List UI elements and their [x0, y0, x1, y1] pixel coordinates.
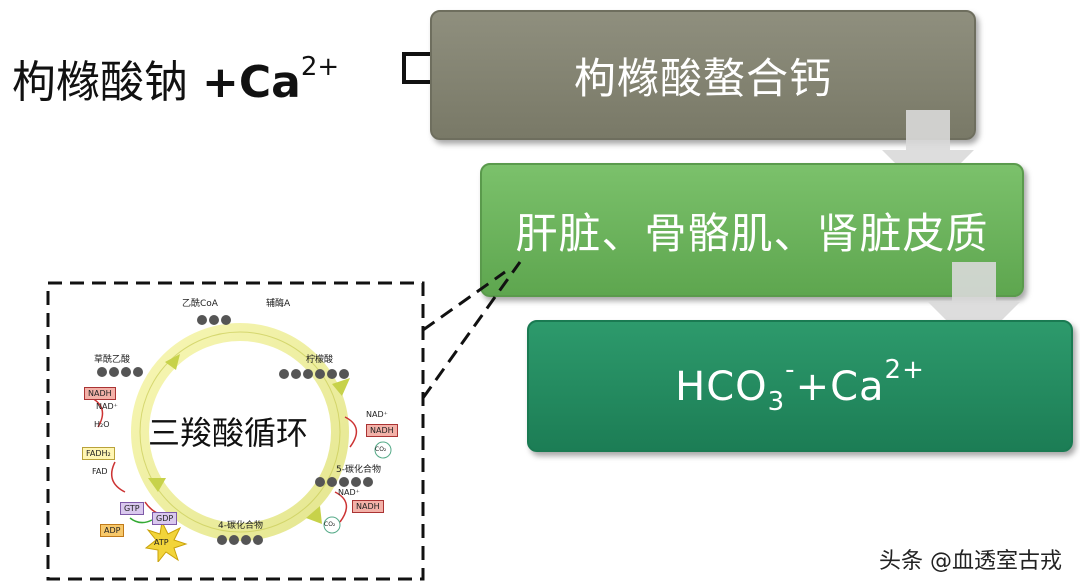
nadh-tag-3: NADH — [352, 500, 384, 513]
reactant-text: 枸橼酸钠 +Ca2+ — [12, 46, 339, 110]
calcium-label: +Ca — [202, 57, 301, 108]
organs-box: 肝脏、骨骼肌、肾脏皮质 — [480, 163, 1024, 297]
fadh2-tag: FADH₂ — [82, 447, 115, 460]
watermark-text: 头条 @血透室古戎 — [879, 549, 1062, 574]
nadh-tag-2: NADH — [366, 424, 398, 437]
adp-tag: ADP — [100, 524, 125, 537]
hco-text: HCO — [675, 364, 768, 410]
tca-cycle-diagram — [89, 315, 392, 562]
bicarbonate-formula: HCO3-+Ca2+ — [675, 355, 925, 417]
coenzyme-a-label: 辅酶A — [266, 299, 291, 309]
calcium-text: +Ca — [795, 364, 885, 410]
five-carbon-molecule — [315, 477, 373, 487]
citrate-label: 柠檬酸 — [306, 355, 334, 365]
nad-label: NAD⁺ — [96, 402, 118, 411]
gtp-tag: GTP — [120, 502, 144, 515]
down-arrow-icon — [928, 262, 1020, 348]
h2o-label: H₂O — [94, 420, 110, 429]
co2-label-2: CO₂ — [324, 521, 336, 528]
compound-label: 枸橼酸钠 — [12, 57, 188, 108]
four-carbon-label: 4-碳化合物 — [218, 521, 263, 531]
chelated-calcium-box: 枸橼酸螯合钙 — [430, 10, 976, 140]
down-arrow-icon — [882, 110, 974, 196]
hco-charge: - — [785, 355, 796, 385]
co2-label: CO₂ — [375, 446, 387, 453]
nad-label-3: NAD⁺ — [338, 488, 360, 497]
tca-cycle-title: 三羧酸循环 — [148, 414, 309, 452]
oxaloacetate-label: 草酰乙酸 — [94, 355, 131, 365]
bicarbonate-box: HCO3-+Ca2+ — [527, 320, 1073, 452]
gdp-tag: GDP — [152, 512, 178, 525]
five-carbon-label: 5-碳化合物 — [336, 465, 381, 475]
atp-label: ATP — [154, 538, 169, 547]
chelated-calcium-label: 枸橼酸螯合钙 — [573, 53, 832, 103]
fad-label: FAD — [92, 467, 108, 476]
watermark: 头条 @血透室古戎 — [879, 543, 1062, 575]
nad-label-2: NAD⁺ — [366, 410, 388, 419]
calcium-charge: 2+ — [300, 52, 340, 82]
acetyl-coa-label: 乙酰CoA — [182, 299, 218, 309]
calcium-charge: 2+ — [884, 355, 925, 385]
acetyl-coa-molecule — [197, 315, 231, 325]
nadh-tag: NADH — [84, 387, 116, 400]
four-carbon-molecule — [217, 535, 263, 545]
citrate-molecule — [279, 369, 349, 379]
hco-subscript: 3 — [767, 387, 786, 417]
tca-labels: 乙酰CoA 辅酶A 草酰乙酸 柠檬酸 5-碳化合物 4-碳化合物 NADH NA… — [70, 292, 415, 562]
oxaloacetate-molecule — [97, 367, 143, 377]
organs-label: 肝脏、骨骼肌、肾脏皮质 — [515, 208, 989, 258]
